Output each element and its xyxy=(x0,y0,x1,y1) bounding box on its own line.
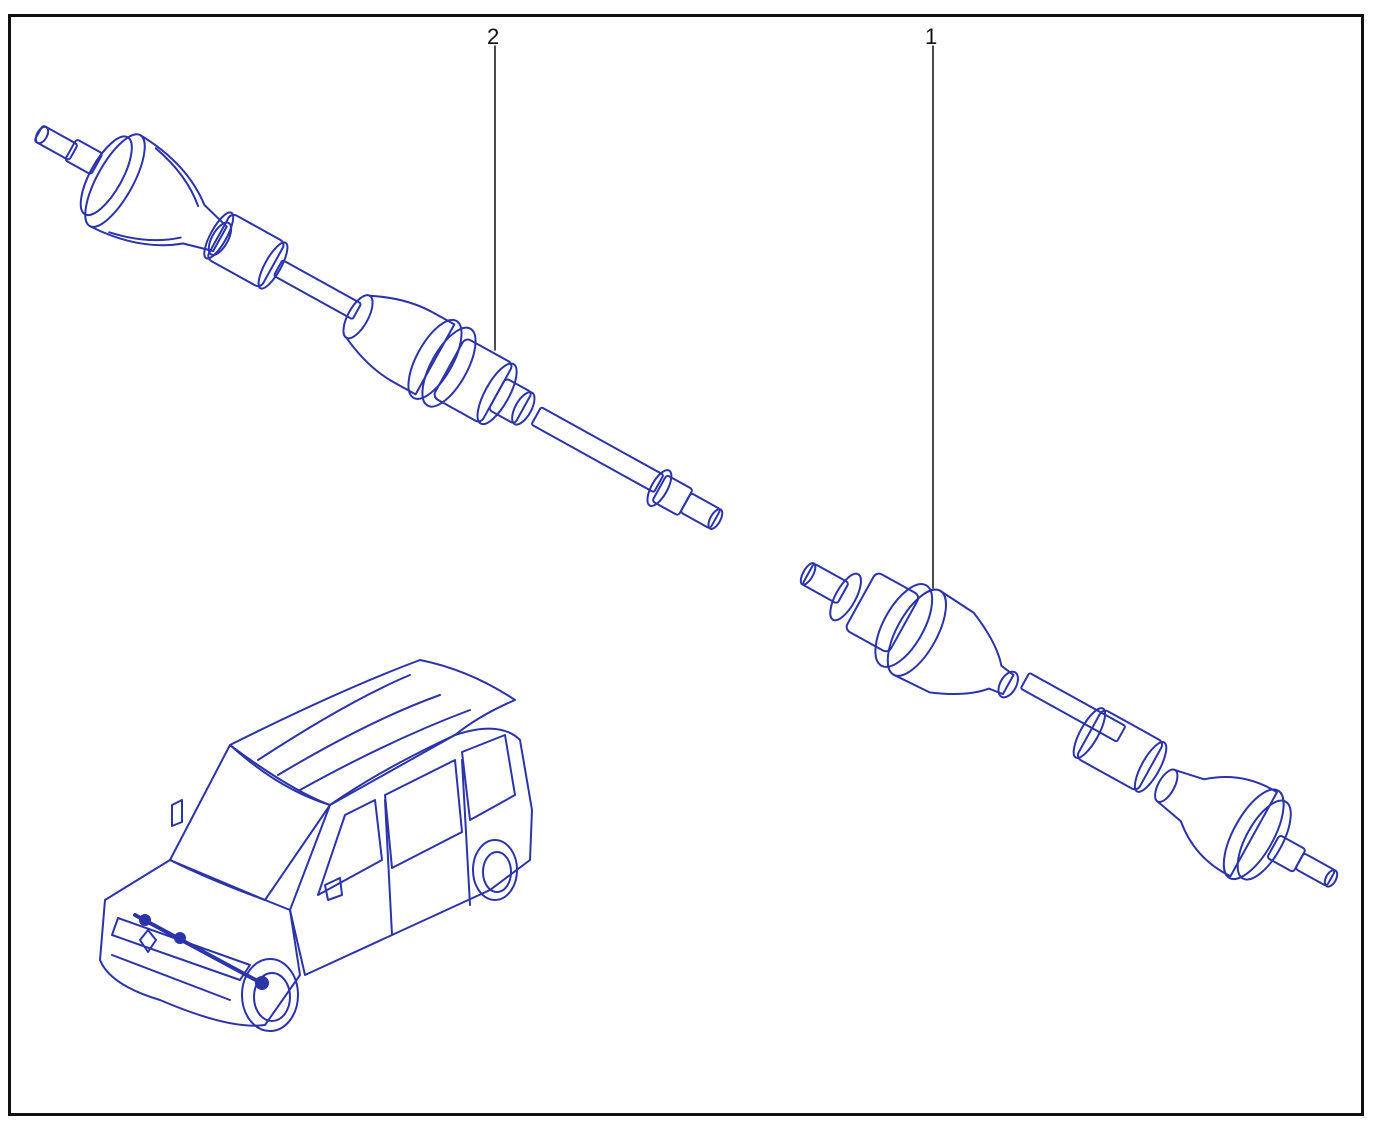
callout-label-1: 1 xyxy=(925,24,938,49)
drive-shaft-right-icon xyxy=(799,562,1339,888)
drive-shaft-left-icon xyxy=(34,125,724,530)
van-location-icon xyxy=(99,659,533,1032)
callout-label-2: 2 xyxy=(487,24,500,49)
diagram-frame xyxy=(8,14,1364,1116)
